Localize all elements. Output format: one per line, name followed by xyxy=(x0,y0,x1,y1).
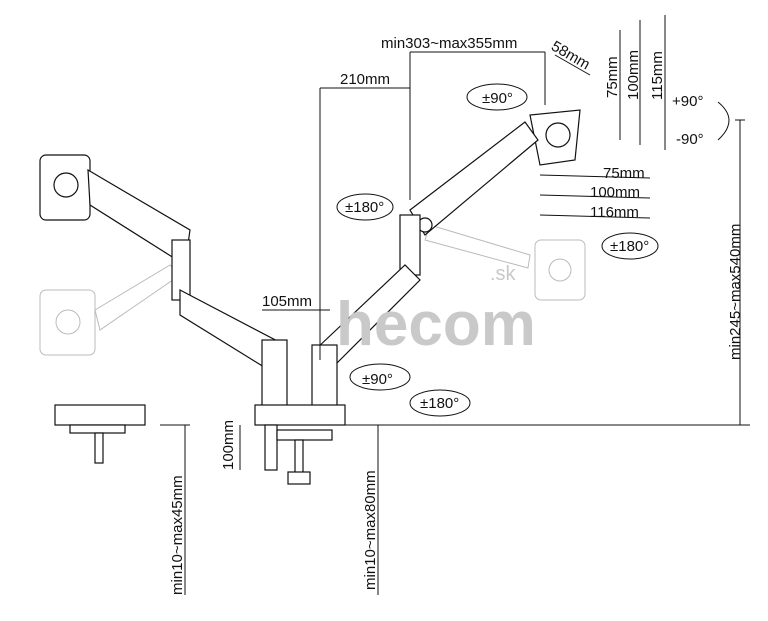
label-lower-arm: 105mm xyxy=(262,293,312,310)
label-vesa-v100: 100mm xyxy=(625,50,642,100)
label-base-rotate: ±180° xyxy=(420,395,459,412)
left-arm xyxy=(39,154,288,411)
label-vesa-h116: 116mm xyxy=(590,204,639,221)
right-arm xyxy=(311,109,581,411)
label-forearm: 210mm xyxy=(340,71,390,88)
label-vesa-offset: 58mm xyxy=(548,38,593,74)
label-rotate-head: ±180° xyxy=(610,238,649,255)
label-grommet-range: min10~max45mm xyxy=(169,475,186,595)
label-rotate-elbow: ±180° xyxy=(345,199,384,216)
label-tilt-up: +90° xyxy=(672,93,703,110)
rotation-arcs xyxy=(336,83,730,417)
ghost-right-monitor-plate xyxy=(424,224,586,301)
label-vesa-v75: 75mm xyxy=(604,56,621,98)
main-clamp-base xyxy=(254,404,346,485)
watermark-suffix: .sk xyxy=(490,263,517,285)
label-vesa-h75: 75mm xyxy=(603,165,645,182)
dimension-lines xyxy=(160,15,750,595)
side-grommet-base xyxy=(54,404,146,464)
label-vesa-v115: 115mm xyxy=(649,51,666,100)
label-vesa-h100: 100mm xyxy=(590,184,640,201)
label-base-swivel: ±90° xyxy=(362,371,393,388)
ghost-left-monitor-plate xyxy=(39,264,181,356)
label-arm-extension: min303~max355mm xyxy=(381,35,517,52)
label-swivel-top: ±90° xyxy=(482,90,513,107)
watermark-logo: hecom xyxy=(336,290,536,359)
label-height-range: min245~max540mm xyxy=(727,224,744,360)
label-clamp-range: min10~max80mm xyxy=(362,470,379,590)
label-clamp-height: 100mm xyxy=(220,420,237,470)
label-tilt-down: -90° xyxy=(676,131,704,148)
